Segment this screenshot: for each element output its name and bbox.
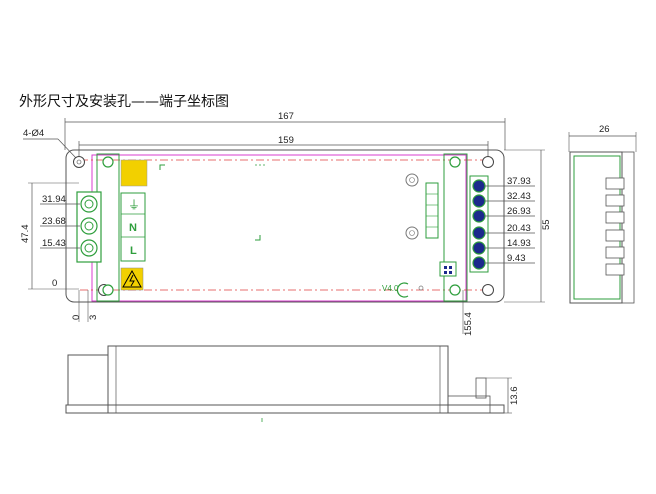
side-view: 26 <box>568 124 637 304</box>
dimension-hole-pitch: 159 <box>78 135 489 160</box>
left-height-dim: 47.4 0 <box>20 182 79 290</box>
bottom-right-details: V4.0 <box>382 261 457 298</box>
depth-label: 26 <box>599 124 610 135</box>
output-board <box>443 153 468 302</box>
width-label: 55 <box>541 219 552 230</box>
input-terminal-label: 15.43 <box>42 238 66 249</box>
input-terminal-label: 23.68 <box>42 216 66 227</box>
output-terminal-label: 20.43 <box>507 223 531 234</box>
left-height-label: 47.4 <box>20 225 31 244</box>
hole-spec-callout: 4-Ø4 <box>23 128 77 159</box>
hole-pitch-label: 159 <box>278 135 294 146</box>
drawing-title: 外形尺寸及安装孔——端子坐标图 <box>19 94 229 110</box>
output-terminal-block <box>469 175 489 273</box>
output-terminal-label: 26.93 <box>507 206 531 217</box>
height-label: 13.6 <box>509 387 520 406</box>
origin-x-label: 0 <box>71 315 82 320</box>
yellow-label <box>120 159 148 187</box>
output-terminal-dims: 37.93 32.43 26.93 20.43 14.93 9.43 <box>485 176 535 264</box>
input-terminal-dims: 31.94 23.68 15.43 <box>40 194 80 249</box>
right-hole-x-label: 155.4 <box>463 312 474 336</box>
bottom-x-dims: 0 3 155.4 <box>71 290 474 336</box>
center-corner-marks <box>159 164 265 241</box>
dimension-width: 55 <box>504 149 552 303</box>
output-terminal-label: 32.43 <box>507 191 531 202</box>
neutral-label: N <box>129 222 137 234</box>
front-view: 13.6 <box>65 345 520 422</box>
overall-length-label: 167 <box>278 111 294 122</box>
output-terminal-label: 9.43 <box>507 253 526 264</box>
live-label: L <box>130 245 137 257</box>
ground-symbol: ⏚ <box>128 198 140 212</box>
mains-label-box: ⏚ N L <box>120 192 146 262</box>
output-terminal-label: 37.93 <box>507 176 531 187</box>
pcb-code-label: V4.0 <box>382 284 399 293</box>
output-terminal-label: 14.93 <box>507 238 531 249</box>
dimension-overall-length: 167 <box>64 111 506 150</box>
hole-spec-label: 4-Ø4 <box>23 128 44 139</box>
input-terminal-block <box>76 191 102 263</box>
high-voltage-warning-icon <box>120 267 144 291</box>
origin-y-label: 0 <box>52 278 57 289</box>
control-connector <box>425 182 439 239</box>
input-terminal-label: 31.94 <box>42 194 66 205</box>
left-edge-offset-label: 3 <box>88 315 99 320</box>
